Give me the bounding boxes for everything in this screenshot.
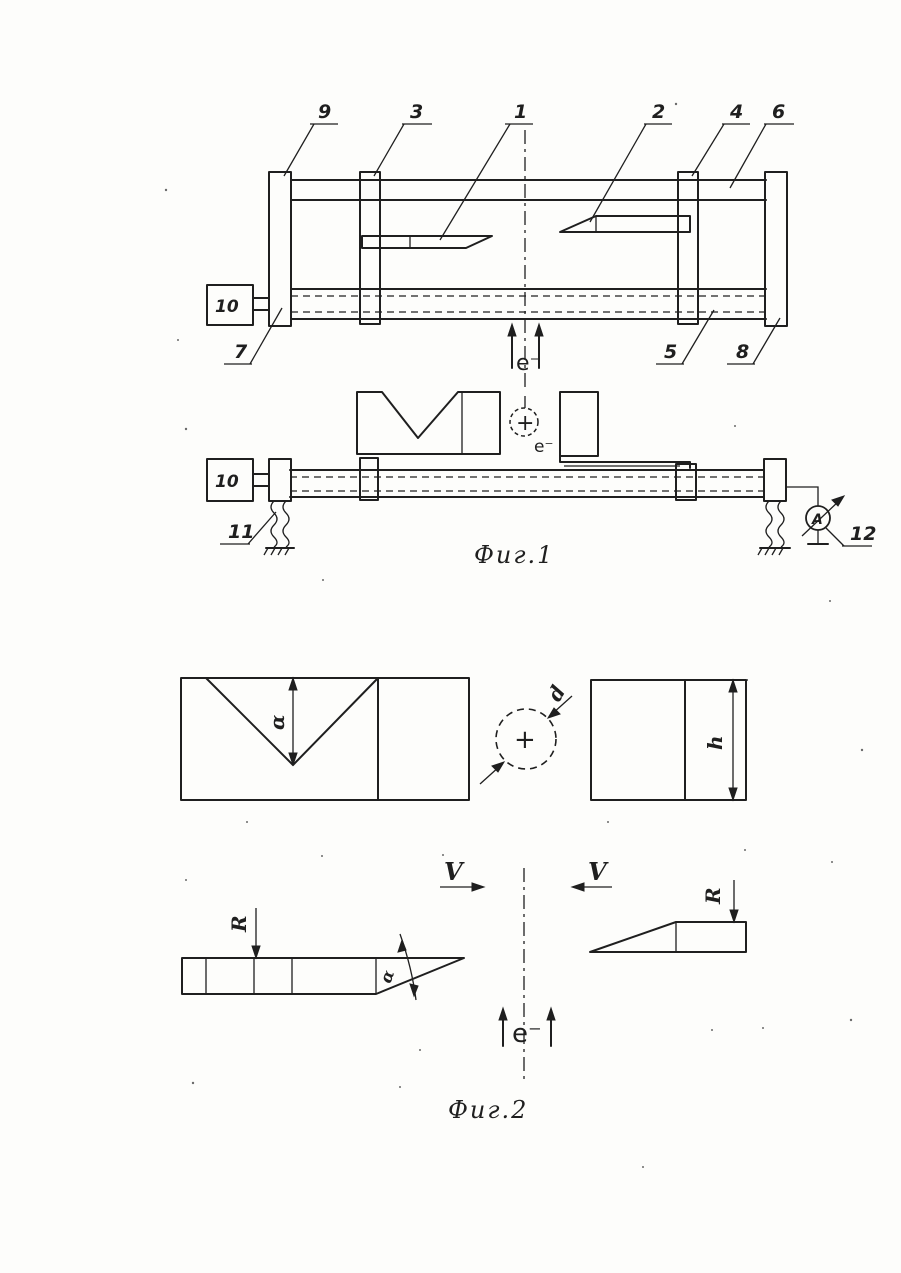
- flat-knife-right: [560, 392, 598, 456]
- label-5: 5: [664, 341, 677, 363]
- ion-symbol-fig2: +: [514, 725, 536, 755]
- label-1: 1: [514, 101, 527, 123]
- side-support-left: [269, 459, 291, 501]
- label-9: 9: [318, 101, 331, 123]
- label-11: 11: [228, 521, 254, 543]
- label-6: 6: [772, 101, 785, 123]
- fig2-caption: Фиг.2: [448, 1096, 528, 1124]
- drive-label-bottom: 10: [215, 472, 239, 492]
- ammeter-12: A: [786, 487, 844, 544]
- support-9: [269, 172, 291, 326]
- support-8: [765, 172, 787, 326]
- R-left: R: [227, 915, 251, 933]
- spring-right: [758, 501, 790, 555]
- velocity-left: V: [444, 857, 465, 886]
- h-dimension: h: [703, 735, 727, 750]
- fig1-caption: Фиг.1: [474, 541, 554, 569]
- knife-left-fig2: [182, 958, 464, 994]
- electron-label-top: e⁻: [516, 351, 541, 376]
- v-notch-knife-left: [357, 392, 500, 454]
- knife-right-fig2: [590, 922, 746, 952]
- electron-label-fig2: e⁻: [512, 1019, 542, 1049]
- fig2-knife-view: V V R α R e⁻: [182, 857, 746, 1080]
- knife-2: [560, 216, 690, 232]
- label-4: 4: [729, 101, 743, 123]
- label-2: 2: [652, 101, 665, 123]
- label-12: 12: [850, 523, 876, 545]
- fig1-labels: 9 3 1 2 4 6 7 5 8 10 e⁻: [215, 101, 794, 376]
- fig2-front-view: α + d h: [181, 678, 748, 800]
- ion-symbol-fig1: +: [516, 411, 534, 436]
- label-3: 3: [410, 101, 423, 123]
- velocity-right: V: [588, 857, 609, 886]
- side-carriage-left: [360, 458, 378, 500]
- R-right: R: [701, 887, 725, 905]
- ion-electron-label: e⁻: [534, 437, 553, 457]
- fig1-side-view: + e⁻ A: [207, 392, 876, 555]
- alpha-wedge: α: [376, 967, 398, 985]
- label-7: 7: [234, 341, 248, 363]
- knife-1: [362, 236, 492, 248]
- spring-11-left: [264, 501, 294, 555]
- fig1-top-view: [207, 130, 787, 390]
- label-8: 8: [736, 341, 749, 363]
- carriage-4: [678, 172, 698, 324]
- side-support-right: [764, 459, 786, 501]
- alpha-dimension: α: [265, 715, 289, 730]
- drive-label-top: 10: [215, 297, 239, 317]
